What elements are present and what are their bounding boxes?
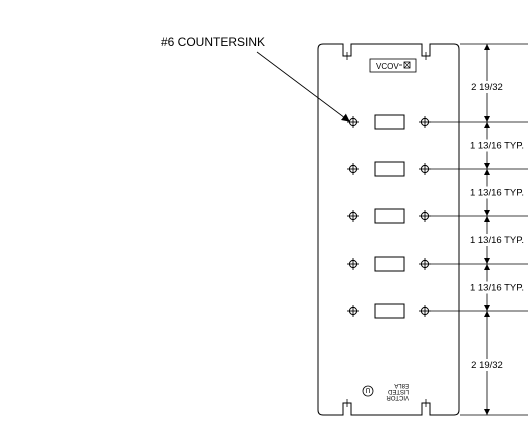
dimension-label-bg	[463, 186, 528, 199]
outlet-row	[347, 161, 528, 177]
dimension-arrow	[484, 264, 490, 270]
countersink-screw-icon	[419, 305, 431, 317]
dimension-arrow	[484, 409, 490, 415]
outlet-row	[347, 114, 528, 130]
bottom-slot-marks	[346, 399, 427, 407]
countersink-screw-icon	[419, 258, 431, 270]
maker-line-3: E8LA	[394, 382, 409, 388]
dimension-arrow	[484, 216, 490, 222]
badge-label: VCOV	[376, 62, 399, 71]
countersink-leader	[256, 51, 350, 122]
outlet-cutout	[374, 303, 405, 319]
dimension-arrow	[484, 305, 490, 311]
dimension-label-bg	[463, 234, 528, 246]
dimension-arrow	[484, 258, 490, 264]
extension-lines	[460, 43, 528, 416]
outlet-cutout	[374, 114, 405, 130]
countersink-screw-icon	[347, 305, 359, 317]
dimension-annotations: 2 19/32 1 13/16 TYP. 1 13/16 TYP. 1 13/16 T…	[463, 44, 528, 415]
maker-line-2: LISTED	[387, 388, 409, 394]
outlet-row	[347, 208, 528, 224]
rating-badge: VCOV	[369, 58, 417, 73]
maker-logo-letter: U	[365, 386, 370, 393]
maker-logo-icon	[362, 385, 374, 397]
countersink-screw-icon	[347, 258, 359, 270]
dimension-label: 2 19/32	[471, 360, 503, 371]
outlet-cutout	[374, 161, 405, 177]
countersink-screw-icon	[419, 163, 431, 175]
badge-box-icon	[403, 61, 411, 69]
countersink-screw-icon	[419, 116, 431, 128]
dimension-label: 2 19/32	[471, 82, 503, 93]
countersink-callout-label: #6 COUNTERSINK	[161, 35, 265, 49]
outlet-row	[347, 303, 528, 319]
outlet-rows	[347, 114, 528, 319]
dimension-arrow	[484, 44, 490, 50]
dimension-label: 1 13/16 TYP.	[470, 235, 524, 246]
dimension-arrow	[484, 169, 490, 175]
dimension-label-bg	[463, 281, 528, 294]
countersink-screw-icon	[347, 116, 359, 128]
dimension-arrow	[484, 163, 490, 169]
countersink-screw-icon	[347, 210, 359, 222]
dimension-arrow	[484, 122, 490, 128]
countersink-screw-icon	[419, 210, 431, 222]
dimension-arrow	[484, 210, 490, 216]
panel-outline	[317, 43, 460, 416]
dimension-label: 1 13/16 TYP.	[470, 283, 524, 294]
top-slot-marks	[346, 52, 427, 60]
dimension-label: 1 13/16 TYP.	[470, 141, 524, 152]
outlet-row	[347, 256, 528, 272]
dimension-label: 1 13/16 TYP.	[470, 188, 524, 199]
dimension-label-bg	[466, 81, 508, 93]
countersink-screw-icon	[347, 163, 359, 175]
dimension-arrow	[484, 116, 490, 122]
dimension-label-bg	[466, 359, 508, 371]
outlet-cutout	[374, 208, 405, 224]
dimension-label-bg	[463, 139, 528, 152]
maker-mark: U VICTOR LISTED E8LA	[362, 382, 409, 400]
outlet-cutout	[374, 256, 405, 272]
dimension-arrow	[484, 311, 490, 317]
maker-line-1: VICTOR	[386, 394, 409, 400]
